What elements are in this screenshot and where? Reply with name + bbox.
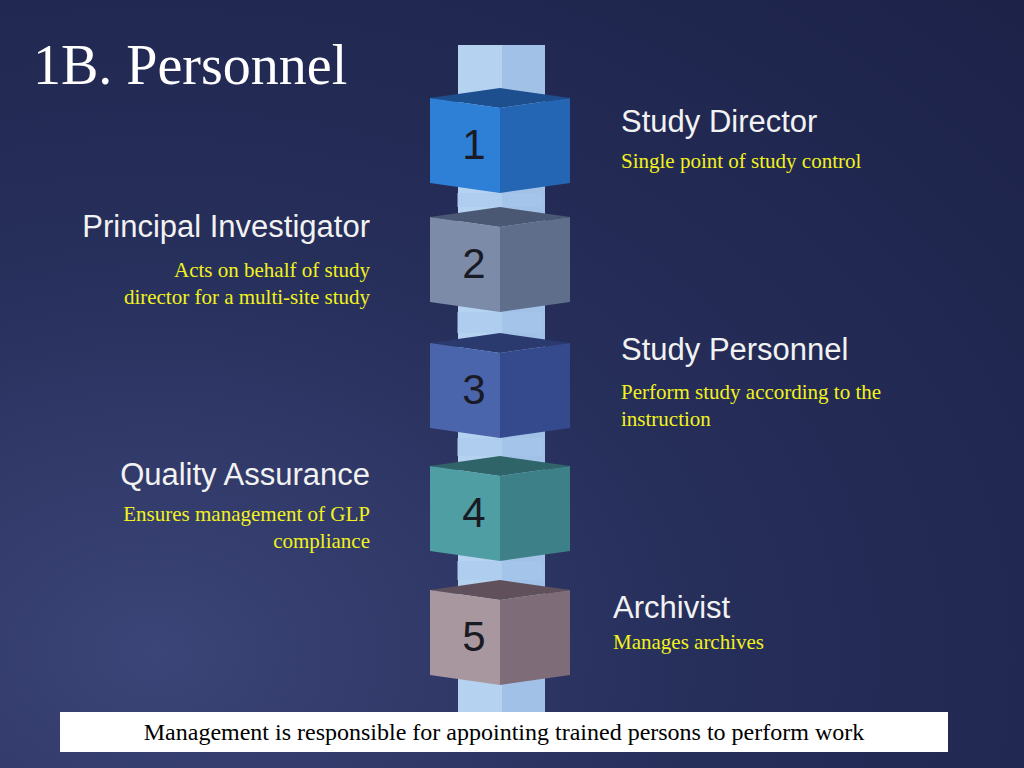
cube-right-face	[500, 217, 570, 312]
pillar-segment	[457, 312, 543, 333]
role-heading: Quality Assurance	[120, 457, 370, 493]
pillar-segment	[457, 193, 543, 207]
role-info: Principal InvestigatorActs on behalf of …	[0, 209, 370, 311]
role-info: ArchivistManages archives	[613, 590, 1013, 656]
step-number: 2	[452, 240, 496, 288]
role-heading: Archivist	[613, 590, 730, 626]
cube-shape	[430, 88, 570, 193]
cube-right-face	[500, 466, 570, 561]
note-box: Management is responsible for appointing…	[60, 712, 948, 752]
role-heading: Study Personnel	[621, 332, 848, 368]
slide-title: 1B. Personnel	[33, 30, 347, 100]
cube-left-face	[430, 466, 500, 561]
role-description: Manages archives	[613, 629, 764, 656]
cube-right-face	[500, 343, 570, 438]
step-number: 5	[452, 613, 496, 661]
role-description: Acts on behalf of study director for a m…	[112, 257, 370, 311]
step-number: 4	[452, 489, 496, 537]
role-description: Ensures management of GLP compliance	[112, 501, 370, 555]
cube-shape	[430, 333, 570, 438]
role-heading: Study Director	[621, 104, 817, 140]
cube-shape	[430, 580, 570, 685]
role-info: Quality AssuranceEnsures management of G…	[0, 457, 370, 555]
cube-left-face	[430, 217, 500, 312]
role-info: Study PersonnelPerform study according t…	[621, 332, 1021, 433]
cube-left-face	[430, 98, 500, 193]
pillar-segment	[457, 561, 543, 580]
step-number: 1	[452, 121, 496, 169]
role-cube: 1Study DirectorSingle point of study con…	[430, 88, 570, 193]
cube-left-face	[430, 590, 500, 685]
role-info: Study DirectorSingle point of study cont…	[621, 104, 1021, 175]
cube-shape	[430, 207, 570, 312]
cube-right-face	[500, 590, 570, 685]
role-description: Perform study according to the instructi…	[621, 379, 921, 433]
note-text: Management is responsible for appointing…	[144, 717, 865, 747]
cube-shape	[430, 456, 570, 561]
role-cube: 2Principal InvestigatorActs on behalf of…	[430, 207, 570, 312]
role-cube: 5ArchivistManages archives	[430, 580, 570, 685]
role-cube: 4Quality AssuranceEnsures management of …	[430, 456, 570, 561]
role-description: Single point of study control	[621, 148, 861, 175]
role-cube: 3Study PersonnelPerform study according …	[430, 333, 570, 438]
pillar-segment	[457, 438, 543, 456]
step-number: 3	[452, 366, 496, 414]
cube-left-face	[430, 343, 500, 438]
cube-right-face	[500, 98, 570, 193]
role-heading: Principal Investigator	[82, 209, 370, 245]
